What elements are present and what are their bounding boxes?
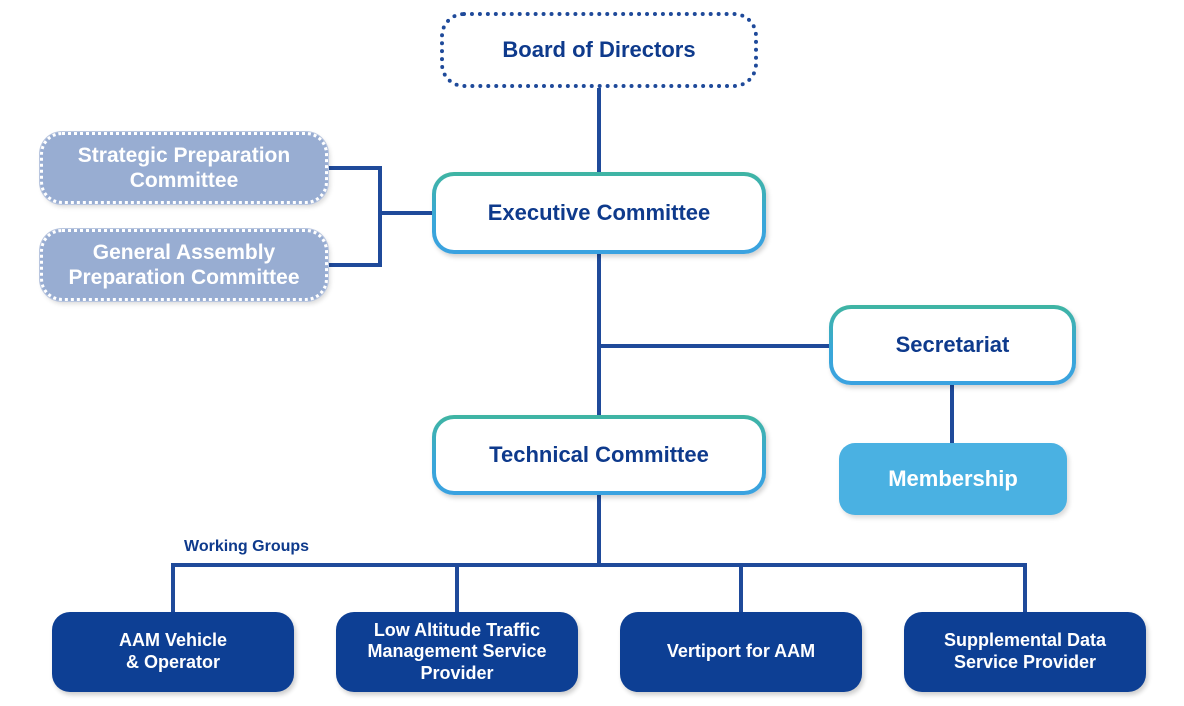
executive-committee-box: Executive Committee: [432, 172, 766, 254]
board-of-directors-box: Board of Directors: [440, 12, 758, 88]
strategic-preparation-committee-box: Strategic Preparation Committee: [40, 132, 328, 204]
membership-box: Membership: [839, 443, 1067, 515]
wg-vertiport-box: Vertiport for AAM: [620, 612, 862, 692]
secretariat-box: Secretariat: [829, 305, 1076, 385]
technical-committee-box: Technical Committee: [432, 415, 766, 495]
wg-aam-vehicle-operator-box: AAM Vehicle & Operator: [52, 612, 294, 692]
general-assembly-preparation-committee-box: General Assembly Preparation Committee: [40, 229, 328, 301]
wg-supplemental-data-box: Supplemental Data Service Provider: [904, 612, 1146, 692]
working-groups-label: Working Groups: [184, 538, 310, 555]
wg-low-altitude-traffic-management-box: Low Altitude Traffic Management Service …: [336, 612, 578, 692]
